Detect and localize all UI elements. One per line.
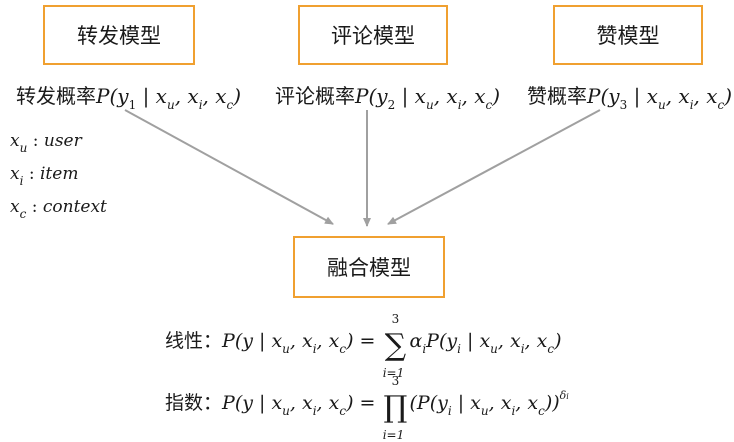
i-subscript: i [312, 404, 317, 418]
xi-meaning: item [39, 164, 79, 184]
i-subscript: i [511, 404, 516, 418]
product-lower-limit: i=1 [382, 428, 405, 442]
fusion-model-label: 融合模型 [327, 256, 411, 280]
fusion-model-box: 融合模型 [293, 236, 445, 298]
c-subscript: c [339, 404, 347, 418]
y-subscript: 1 [128, 98, 137, 112]
p-symbol: P [222, 392, 235, 414]
u-subscript: u [657, 98, 666, 112]
i-subscript: i [520, 342, 525, 356]
i-subscript: i [689, 98, 694, 112]
c-subscript: c [339, 342, 347, 356]
y-subscript: 2 [387, 98, 396, 112]
u-subscript: u [425, 98, 434, 112]
like-model-label: 赞模型 [596, 24, 660, 48]
arrow-like-to-fusion [387, 109, 601, 225]
p-symbol: P [222, 330, 235, 352]
repost-probability: 转发概率P(y1 | xu, xi, xc) [16, 80, 241, 112]
repost-model-label: 转发模型 [77, 24, 161, 48]
xc-meaning: context [42, 197, 107, 217]
definition-xc: xc : context [10, 197, 107, 221]
c-subscript: c [226, 98, 234, 112]
u-subscript: u [282, 404, 290, 418]
arrow-repost-to-fusion [124, 109, 334, 225]
u-subscript: u [490, 342, 498, 356]
like-model-box: 赞模型 [553, 5, 703, 65]
i-subscript: i [447, 404, 452, 418]
definition-xu: xu : user [10, 131, 82, 155]
repost-probability-expr: P(y1 | xu, xi, xc) [96, 84, 242, 112]
u-subscript: u [480, 404, 489, 418]
c-subscript: c [717, 98, 725, 112]
p-symbol: P [416, 392, 430, 414]
like-probability: 赞概率P(y3 | xu, xi, xc) [527, 80, 732, 112]
comment-probability-prefix: 评论概率 [275, 84, 355, 108]
comment-model-box: 评论模型 [298, 5, 448, 65]
xu-meaning: user [43, 131, 82, 151]
i-subscript: i [19, 174, 24, 188]
comment-probability: 评论概率P(y2 | xu, xi, xc) [275, 80, 500, 112]
delta-symbol: δ [559, 389, 567, 402]
c-subscript: c [485, 98, 493, 112]
y-subscript: 3 [619, 98, 628, 112]
product-upper-limit: 3 [391, 374, 400, 388]
alpha-symbol: α [409, 330, 423, 352]
definition-xi: xi : item [10, 164, 79, 188]
repost-model-box: 转发模型 [43, 5, 195, 65]
u-subscript: u [282, 342, 290, 356]
p-symbol: P [587, 84, 601, 108]
c-subscript: c [19, 207, 27, 221]
repost-probability-prefix: 转发概率 [16, 84, 96, 108]
u-subscript: u [166, 98, 175, 112]
i-subscript: i [198, 98, 203, 112]
comment-probability-expr: P(y2 | xu, xi, xc) [355, 84, 501, 112]
delta-exponent: δi [560, 389, 569, 402]
c-subscript: c [547, 342, 555, 356]
i-subscript: i [457, 98, 462, 112]
i-subscript: i [566, 392, 569, 401]
sum-upper-limit: 3 [391, 312, 400, 326]
exponential-label: 指数： [165, 392, 223, 414]
like-probability-prefix: 赞概率 [527, 84, 587, 108]
i-subscript: i [457, 342, 461, 356]
u-subscript: u [19, 141, 28, 155]
comment-model-label: 评论模型 [331, 24, 415, 48]
i-subscript: i [422, 342, 427, 356]
p-symbol: P [96, 84, 110, 108]
c-subscript: c [538, 404, 545, 418]
p-symbol: P [426, 330, 439, 352]
like-probability-expr: P(y3 | xu, xi, xc) [587, 84, 733, 112]
p-symbol: P [355, 84, 369, 108]
linear-label: 线性： [165, 330, 223, 352]
arrows-layer [124, 109, 601, 227]
sum-lower-limit: i=1 [382, 366, 405, 380]
i-subscript: i [312, 342, 317, 356]
